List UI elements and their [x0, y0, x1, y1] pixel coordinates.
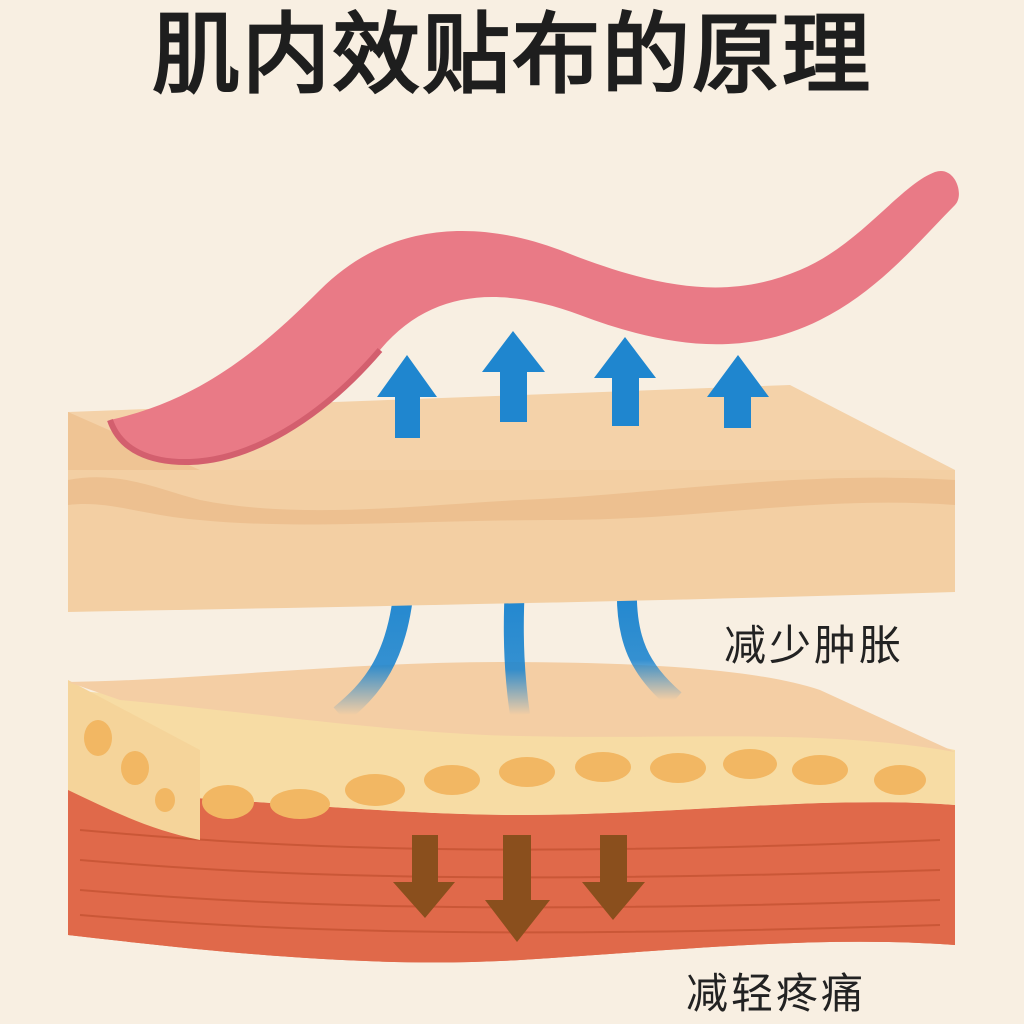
down-arrow-icon — [393, 835, 455, 918]
fat-cell — [723, 749, 777, 779]
fat-cell — [121, 751, 149, 785]
reduce-pain-label: 减轻疼痛 — [686, 969, 867, 1018]
fat-cell — [84, 720, 112, 756]
fat-cell — [650, 753, 706, 783]
fat-cell — [270, 789, 330, 819]
fat-cell — [345, 774, 405, 806]
down-arrow-icon — [582, 835, 645, 920]
up-arrow-icon — [594, 337, 656, 426]
reduce-swelling-label: 减少肿胀 — [724, 621, 905, 670]
page-title: 肌内效贴布的原理 — [151, 3, 872, 106]
fat-cell — [874, 765, 926, 795]
fat-cell — [155, 788, 175, 812]
fat-cell — [575, 752, 631, 782]
down-arrow-icon — [485, 835, 550, 942]
up-arrow-icon — [707, 355, 769, 428]
fat-cell — [424, 765, 480, 795]
fat-layer — [68, 680, 955, 840]
fat-cell — [202, 785, 254, 819]
fat-cell — [499, 757, 555, 787]
kinesio-tape — [110, 170, 959, 463]
up-arrow-icon — [377, 355, 437, 438]
fat-cells — [84, 720, 926, 819]
fat-cell — [792, 755, 848, 785]
up-arrow-icon — [482, 331, 545, 422]
